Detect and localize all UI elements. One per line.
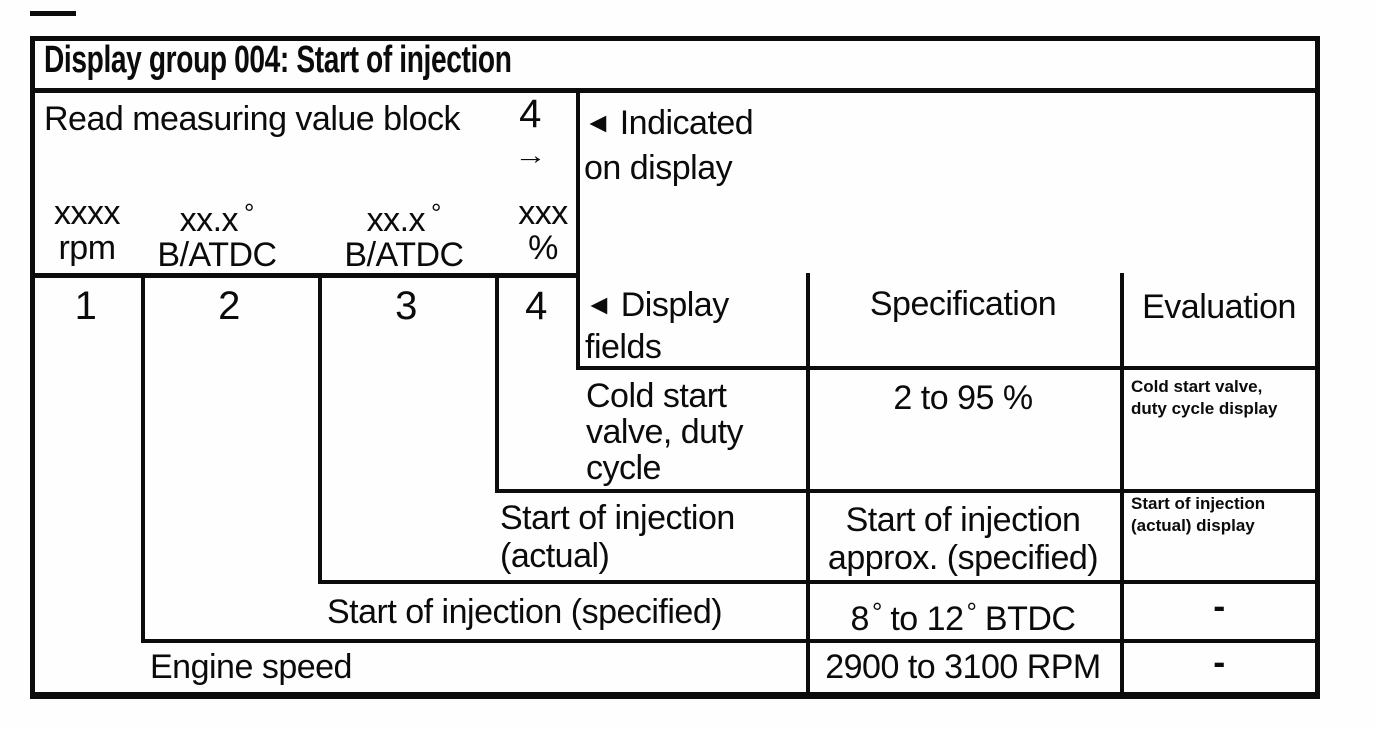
scan-artifact-mark (30, 11, 76, 16)
header-row-underline (576, 366, 1320, 370)
unit-format: xxxx (54, 194, 121, 232)
unit-label: % (528, 229, 558, 267)
indicated-note-line1: ◄Indicated (584, 104, 754, 142)
measuring-block-number: 4 (519, 92, 541, 136)
field1-divider (141, 276, 145, 643)
read-measuring-value-block-label: Read measuring value block (44, 100, 461, 138)
outer-border-bottom (30, 692, 1320, 699)
row2-underline (318, 580, 1320, 584)
page-title: Display group 004: Start of injection (44, 39, 512, 81)
unit-field-batdc-2: xx.x° B/ATDC (324, 196, 484, 273)
degree-symbol: ° (966, 597, 977, 627)
display-fields-line2: fields (585, 328, 662, 366)
unit-label: rpm (58, 229, 116, 267)
row3-label: Start of injection (specified) (327, 593, 723, 631)
display-fields-note: ◄Display fields (585, 284, 729, 368)
outer-border-left (30, 36, 35, 697)
display-fields-line1: ◄Display (585, 286, 729, 324)
unit-format: xxx (518, 194, 568, 232)
degree-symbol: ° (431, 198, 442, 228)
row3-underline (141, 639, 1320, 643)
degree-symbol: ° (871, 597, 883, 627)
field2-divider (318, 276, 322, 584)
row1-evaluation: Cold start valve, duty cycle display (1131, 377, 1278, 418)
field3-divider (495, 276, 499, 493)
indicated-on-display-note: ◄Indicated on display (584, 100, 754, 191)
specification-column-divider (806, 273, 810, 696)
display-field-number-1: 1 (74, 284, 97, 328)
display-field-number-2: 2 (218, 284, 240, 328)
title-underline (30, 88, 1320, 93)
row3-specification: 8°to 12°BTDC (850, 597, 1076, 638)
display-field-number-3: 3 (395, 284, 417, 328)
units-underline (30, 273, 580, 278)
unit-label: B/ATDC (157, 236, 277, 274)
unit-field-batdc-1: xx.x° B/ATDC (137, 196, 297, 273)
evaluation-header: Evaluation (1142, 288, 1296, 326)
row2-label: Start of injection (actual) (500, 499, 735, 575)
right-arrow-icon: → (514, 140, 547, 170)
left-triangle-icon: ◄ (585, 289, 613, 320)
row4-specification: 2900 to 3100 RPM (825, 648, 1101, 686)
row1-underline (495, 489, 1320, 493)
row4-evaluation-dash: - (1213, 641, 1225, 682)
evaluation-column-divider (1120, 273, 1124, 696)
unit-format: xx.x° (366, 198, 442, 239)
outer-border-top (30, 36, 1320, 41)
display-field-number-4: 4 (525, 284, 547, 328)
row1-specification: 2 to 95 % (893, 379, 1033, 417)
left-triangle-icon: ◄ (584, 107, 612, 138)
unit-label: B/ATDC (344, 236, 464, 274)
unit-field-rpm: xxxx rpm (40, 196, 134, 266)
unit-field-percent: xxx % (498, 196, 588, 266)
specification-header: Specification (869, 285, 1057, 323)
degree-symbol: ° (244, 198, 255, 228)
row2-specification: Start of injection approx. (specified) (827, 501, 1099, 577)
indicated-note-line2: on display (584, 149, 733, 187)
row3-evaluation-dash: - (1213, 585, 1225, 626)
row1-label: Cold start valve, duty cycle (586, 377, 744, 487)
row2-evaluation: Start of injection (actual) display (1131, 494, 1266, 535)
row4-label: Engine speed (150, 648, 352, 686)
unit-format: xx.x° (179, 198, 255, 239)
upper-section-divider (576, 88, 580, 370)
